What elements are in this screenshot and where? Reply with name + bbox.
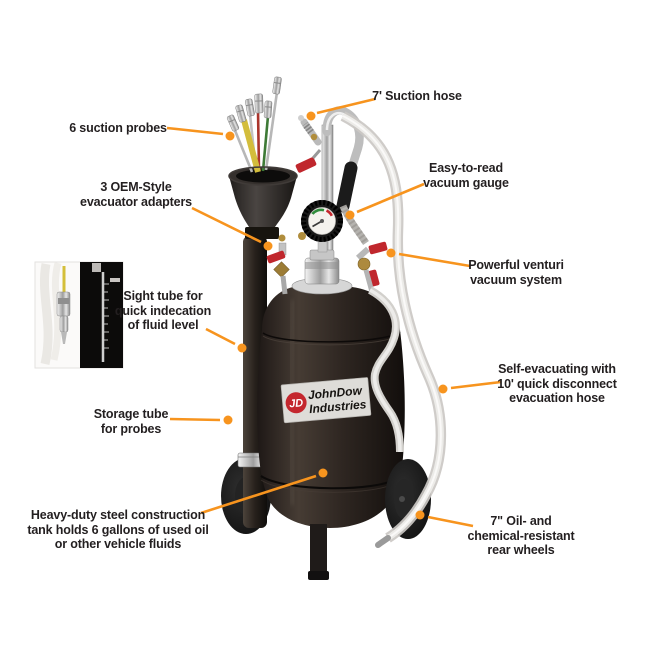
callout-label-evacuation-hose: Self-evacuating with 10' quick disconnec… [497, 362, 617, 405]
brand-badge-circle [285, 392, 307, 414]
brand-label: JD JohnDow Industries [280, 377, 372, 424]
venturi-hose [367, 286, 404, 453]
callout-label-steel-tank: Heavy-duty steel construction tank holds… [27, 508, 209, 551]
callout-line-suction-probes [166, 126, 224, 136]
suction-probes [226, 76, 298, 186]
gauge-green-arc [311, 208, 325, 215]
callout-label-sight-tube: Sight tube for quick indecation of fluid… [114, 289, 212, 332]
brass-fitting [298, 232, 306, 240]
callout-label-venturi: Powerful venturi vacuum system [468, 258, 564, 287]
vacuum-gauge [301, 200, 343, 242]
callout-label-suction-hose: 7' Suction hose [372, 89, 462, 103]
callout-label-vacuum-gauge: Easy-to-read vacuum gauge [423, 161, 509, 190]
inset-clear-hose [39, 263, 53, 366]
callout-dot-suction-hose [306, 111, 316, 121]
callout-label-suction-probes: 6 suction probes [69, 121, 167, 135]
callout-dots [223, 111, 448, 520]
left-drain-valve [266, 234, 290, 295]
callout-line-steel-tank [200, 474, 317, 515]
venturi-vacuum-assembly [355, 241, 388, 293]
callout-dot-oem-adapters [263, 241, 273, 251]
brand-name-line2: Industries [309, 397, 368, 416]
callout-dot-steel-tank [318, 468, 328, 478]
hose-end-fitting [375, 535, 391, 548]
brand-badge-text: JD [289, 397, 304, 410]
callout-line-vacuum-gauge [356, 182, 425, 214]
callout-dot-venturi [386, 248, 396, 258]
caster-leg [308, 524, 329, 580]
tank-lid-cluster [266, 200, 388, 295]
handle-grip [336, 161, 358, 213]
callout-dot-evacuation-hose [438, 384, 448, 394]
callout-dot-suction-probes [225, 131, 235, 141]
sight-tube-inset-photo [34, 261, 124, 369]
red-valve-handle [295, 157, 317, 173]
probe-tips [226, 76, 282, 132]
callout-line-evacuation-hose [450, 380, 502, 390]
callout-dot-storage-tube [223, 415, 233, 425]
callout-dot-rear-wheels [415, 510, 425, 520]
evacuation-hose [340, 111, 447, 548]
callout-dot-sight-tube [237, 343, 247, 353]
callout-line-suction-hose [316, 97, 376, 115]
callout-line-rear-wheels [427, 515, 474, 528]
callout-line-storage-tube [169, 417, 221, 422]
brand-name-line1: JohnDow [307, 383, 363, 402]
gauge-red-arc [325, 209, 333, 217]
callout-lines [166, 97, 502, 528]
oem-adapter-funnel [229, 167, 297, 239]
callout-label-rear-wheels: 7" Oil- and chemical-resistant rear whee… [467, 514, 575, 557]
callout-dot-vacuum-gauge [345, 210, 355, 220]
callout-label-oem-adapters: 3 OEM-Style evacuator adapters [80, 180, 192, 209]
callout-line-oem-adapters [191, 206, 262, 244]
callout-line-venturi [398, 252, 471, 268]
callout-line-sight-tube [205, 327, 236, 346]
callout-label-storage-tube: Storage tube for probes [93, 407, 169, 436]
